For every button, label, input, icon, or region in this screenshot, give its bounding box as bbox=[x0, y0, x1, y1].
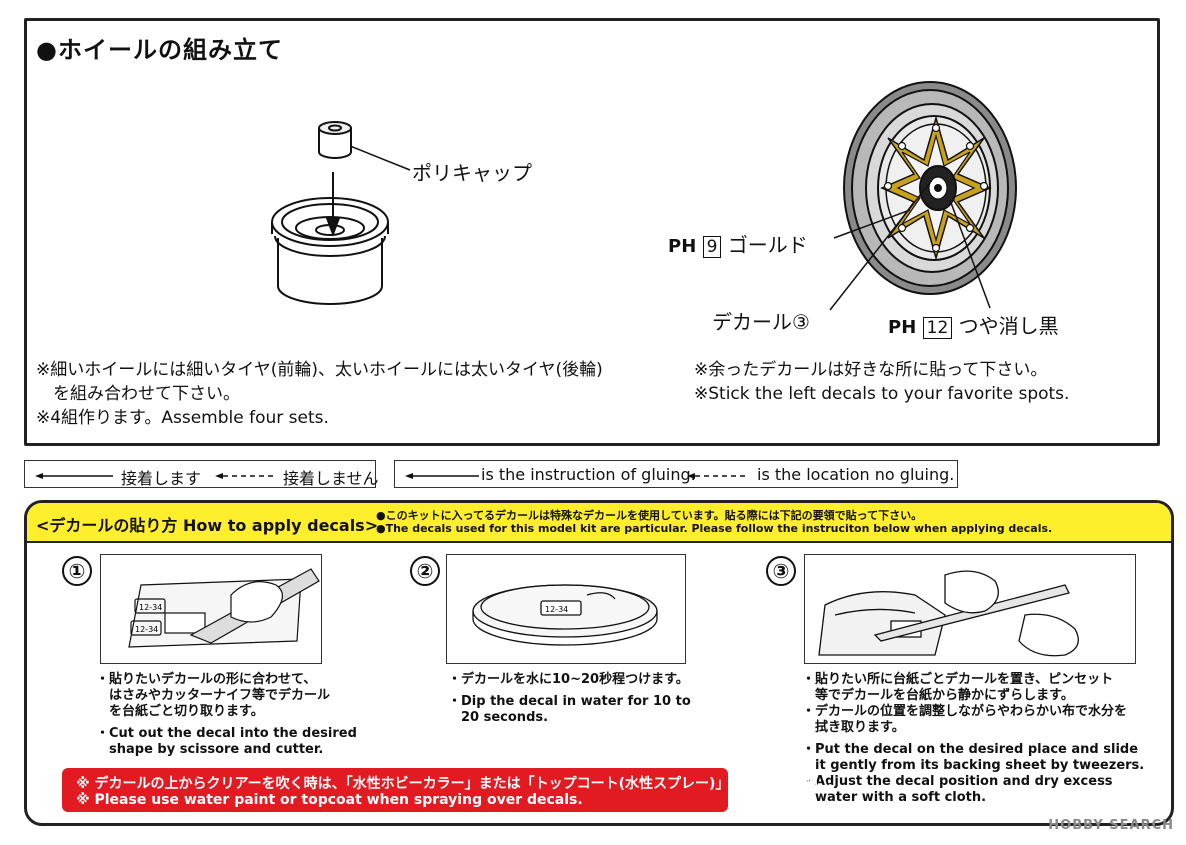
note-line: ※細いホイールには細いタイヤ(前輪)、太いホイールには太いタイヤ(後輪) bbox=[36, 360, 603, 380]
step-line: it gently from its backing sheet by twee… bbox=[802, 758, 1145, 773]
step-line: を台紙ごと切り取ります。 bbox=[96, 704, 264, 719]
paint-name: つや消し黒 bbox=[958, 314, 1059, 338]
cutting-decal-drawing: 12-34 12-34 bbox=[128, 568, 320, 648]
decal-tag-text: 12-34 bbox=[545, 605, 568, 614]
step-2-text: ・デカールを水に10~20秒程つけます。 ・Dip the decal in w… bbox=[448, 672, 691, 726]
warning-text-jp: ※ デカールの上からクリアーを吹く時は、「水性ホビーカラー」または「トップコート… bbox=[76, 776, 842, 792]
decal-instructions-panel bbox=[24, 500, 1174, 826]
note-line: ※Stick the left decals to your favorite … bbox=[694, 384, 1070, 404]
note-line: ※4組作ります。Assemble four sets. bbox=[36, 408, 329, 428]
decal-header-bar bbox=[27, 503, 1171, 543]
paint-name: ゴールド bbox=[727, 233, 808, 257]
step-1-number: ① bbox=[62, 556, 92, 586]
step-line: ・貼りたいデカールの形に合わせて、 bbox=[96, 672, 317, 687]
legend-no-glue-text: is the location no gluing. bbox=[757, 465, 955, 484]
step-line: ・Put the decal on the desired place and … bbox=[802, 742, 1139, 757]
step-line: ・貼りたい所に台紙ごとデカールを置き、ピンセット bbox=[802, 672, 1114, 687]
step-line: ・Adjust the decal position and dry exces… bbox=[802, 774, 1113, 789]
paint-code: PH bbox=[888, 317, 917, 338]
step-3-illustration bbox=[804, 554, 1136, 664]
step-2-number: ② bbox=[410, 556, 440, 586]
solid-arrow-icon bbox=[35, 473, 113, 479]
section-title: ●ホイールの組み立て bbox=[36, 36, 283, 64]
step-line: 等でデカールを台紙から静かにずらします。 bbox=[802, 688, 1074, 703]
decal-section-title: <デカールの貼り方 How to apply decals> bbox=[36, 516, 379, 535]
polycap-leader-line bbox=[350, 145, 411, 171]
legend-glue-text: is the instruction of gluing. bbox=[481, 465, 696, 484]
applying-decal-drawing bbox=[818, 570, 1079, 657]
step-line: shape by scissore and cutter. bbox=[96, 742, 324, 757]
wheel-assembly-panel bbox=[24, 18, 1160, 446]
step-line: 拭き取ります。 bbox=[802, 720, 905, 735]
step-3-number: ③ bbox=[766, 556, 796, 586]
decal-header-note-en: ●The decals used for this model kit are … bbox=[376, 522, 1053, 535]
step-line: water with a soft cloth. bbox=[802, 790, 987, 805]
step-line: はさみやカッターナイフ等でデカール bbox=[96, 688, 331, 703]
decal-tag-text: 12-34 bbox=[135, 625, 158, 634]
decal-3-label: デカール③ bbox=[712, 310, 810, 334]
wheel-drawing bbox=[843, 81, 1017, 295]
step-3-text: ・貼りたい所に台紙ごとデカールを置き、ピンセット 等でデカールを台紙から静かにず… bbox=[802, 672, 1144, 806]
paint-number-box: 12 bbox=[922, 317, 953, 339]
step-line: ・デカールの位置を調整しながらやわらかい布で水分を bbox=[802, 704, 1128, 719]
paint-number-box: 9 bbox=[702, 236, 722, 258]
note-line: を組み合わせて下さい。 bbox=[36, 384, 240, 404]
legend-jp: 接着します 接着しません bbox=[24, 460, 379, 488]
dashed-arrow-icon bbox=[215, 473, 277, 479]
polycap-drawing bbox=[271, 121, 389, 305]
step-line: ・デカールを水に10~20秒程つけます。 bbox=[448, 672, 689, 687]
wheel-leader-lines bbox=[829, 179, 991, 311]
clear-coat-warning: ※ デカールの上からクリアーを吹く時は、「水性ホビーカラー」または「トップコート… bbox=[62, 768, 841, 812]
legend-glue-text: 接着します bbox=[121, 469, 202, 488]
legend-en: is the instruction of gluing. is the loc… bbox=[394, 460, 958, 488]
step-line: 20 seconds. bbox=[448, 710, 549, 725]
polycap-label: ポリキャップ bbox=[412, 161, 532, 185]
step-line: ・Dip the decal in water for 10 to bbox=[448, 694, 691, 709]
notes-right: ※余ったデカールは好きな所に貼って下さい。 ※Stick the left de… bbox=[694, 358, 1069, 406]
gold-paint-label: PH 9 ゴールド bbox=[668, 229, 808, 258]
step-1-illustration: 12-34 12-34 bbox=[100, 554, 322, 664]
legend-no-glue-text: 接着しません bbox=[283, 469, 379, 488]
note-line: ※余ったデカールは好きな所に貼って下さい。 bbox=[694, 360, 1048, 380]
warning-text-en: ※ Please use water paint or topcoat when… bbox=[76, 792, 583, 808]
step-line: ・Cut out the decal into the desired bbox=[96, 726, 357, 741]
decal-tag-text: 12-34 bbox=[139, 603, 162, 612]
solid-arrow-icon bbox=[405, 473, 479, 479]
water-dish-drawing: 12-34 bbox=[472, 584, 658, 646]
watermark: HOBBY SEARCH bbox=[1048, 818, 1174, 833]
gloss-black-paint-label: PH 12 つや消し黒 bbox=[888, 310, 1059, 339]
decal-header-note-jp: ●このキットに入ってるデカールは特殊なデカールを使用しています。貼る際には下記の… bbox=[376, 509, 923, 522]
paint-code: PH bbox=[668, 236, 697, 257]
dashed-arrow-icon bbox=[687, 473, 749, 479]
step-2-illustration: 12-34 bbox=[446, 554, 686, 664]
step-1-text: ・貼りたいデカールの形に合わせて、 はさみやカッターナイフ等でデカール を台紙ご… bbox=[96, 672, 357, 758]
notes-left: ※細いホイールには細いタイヤ(前輪)、太いホイールには太いタイヤ(後輪) を組み… bbox=[36, 358, 603, 430]
